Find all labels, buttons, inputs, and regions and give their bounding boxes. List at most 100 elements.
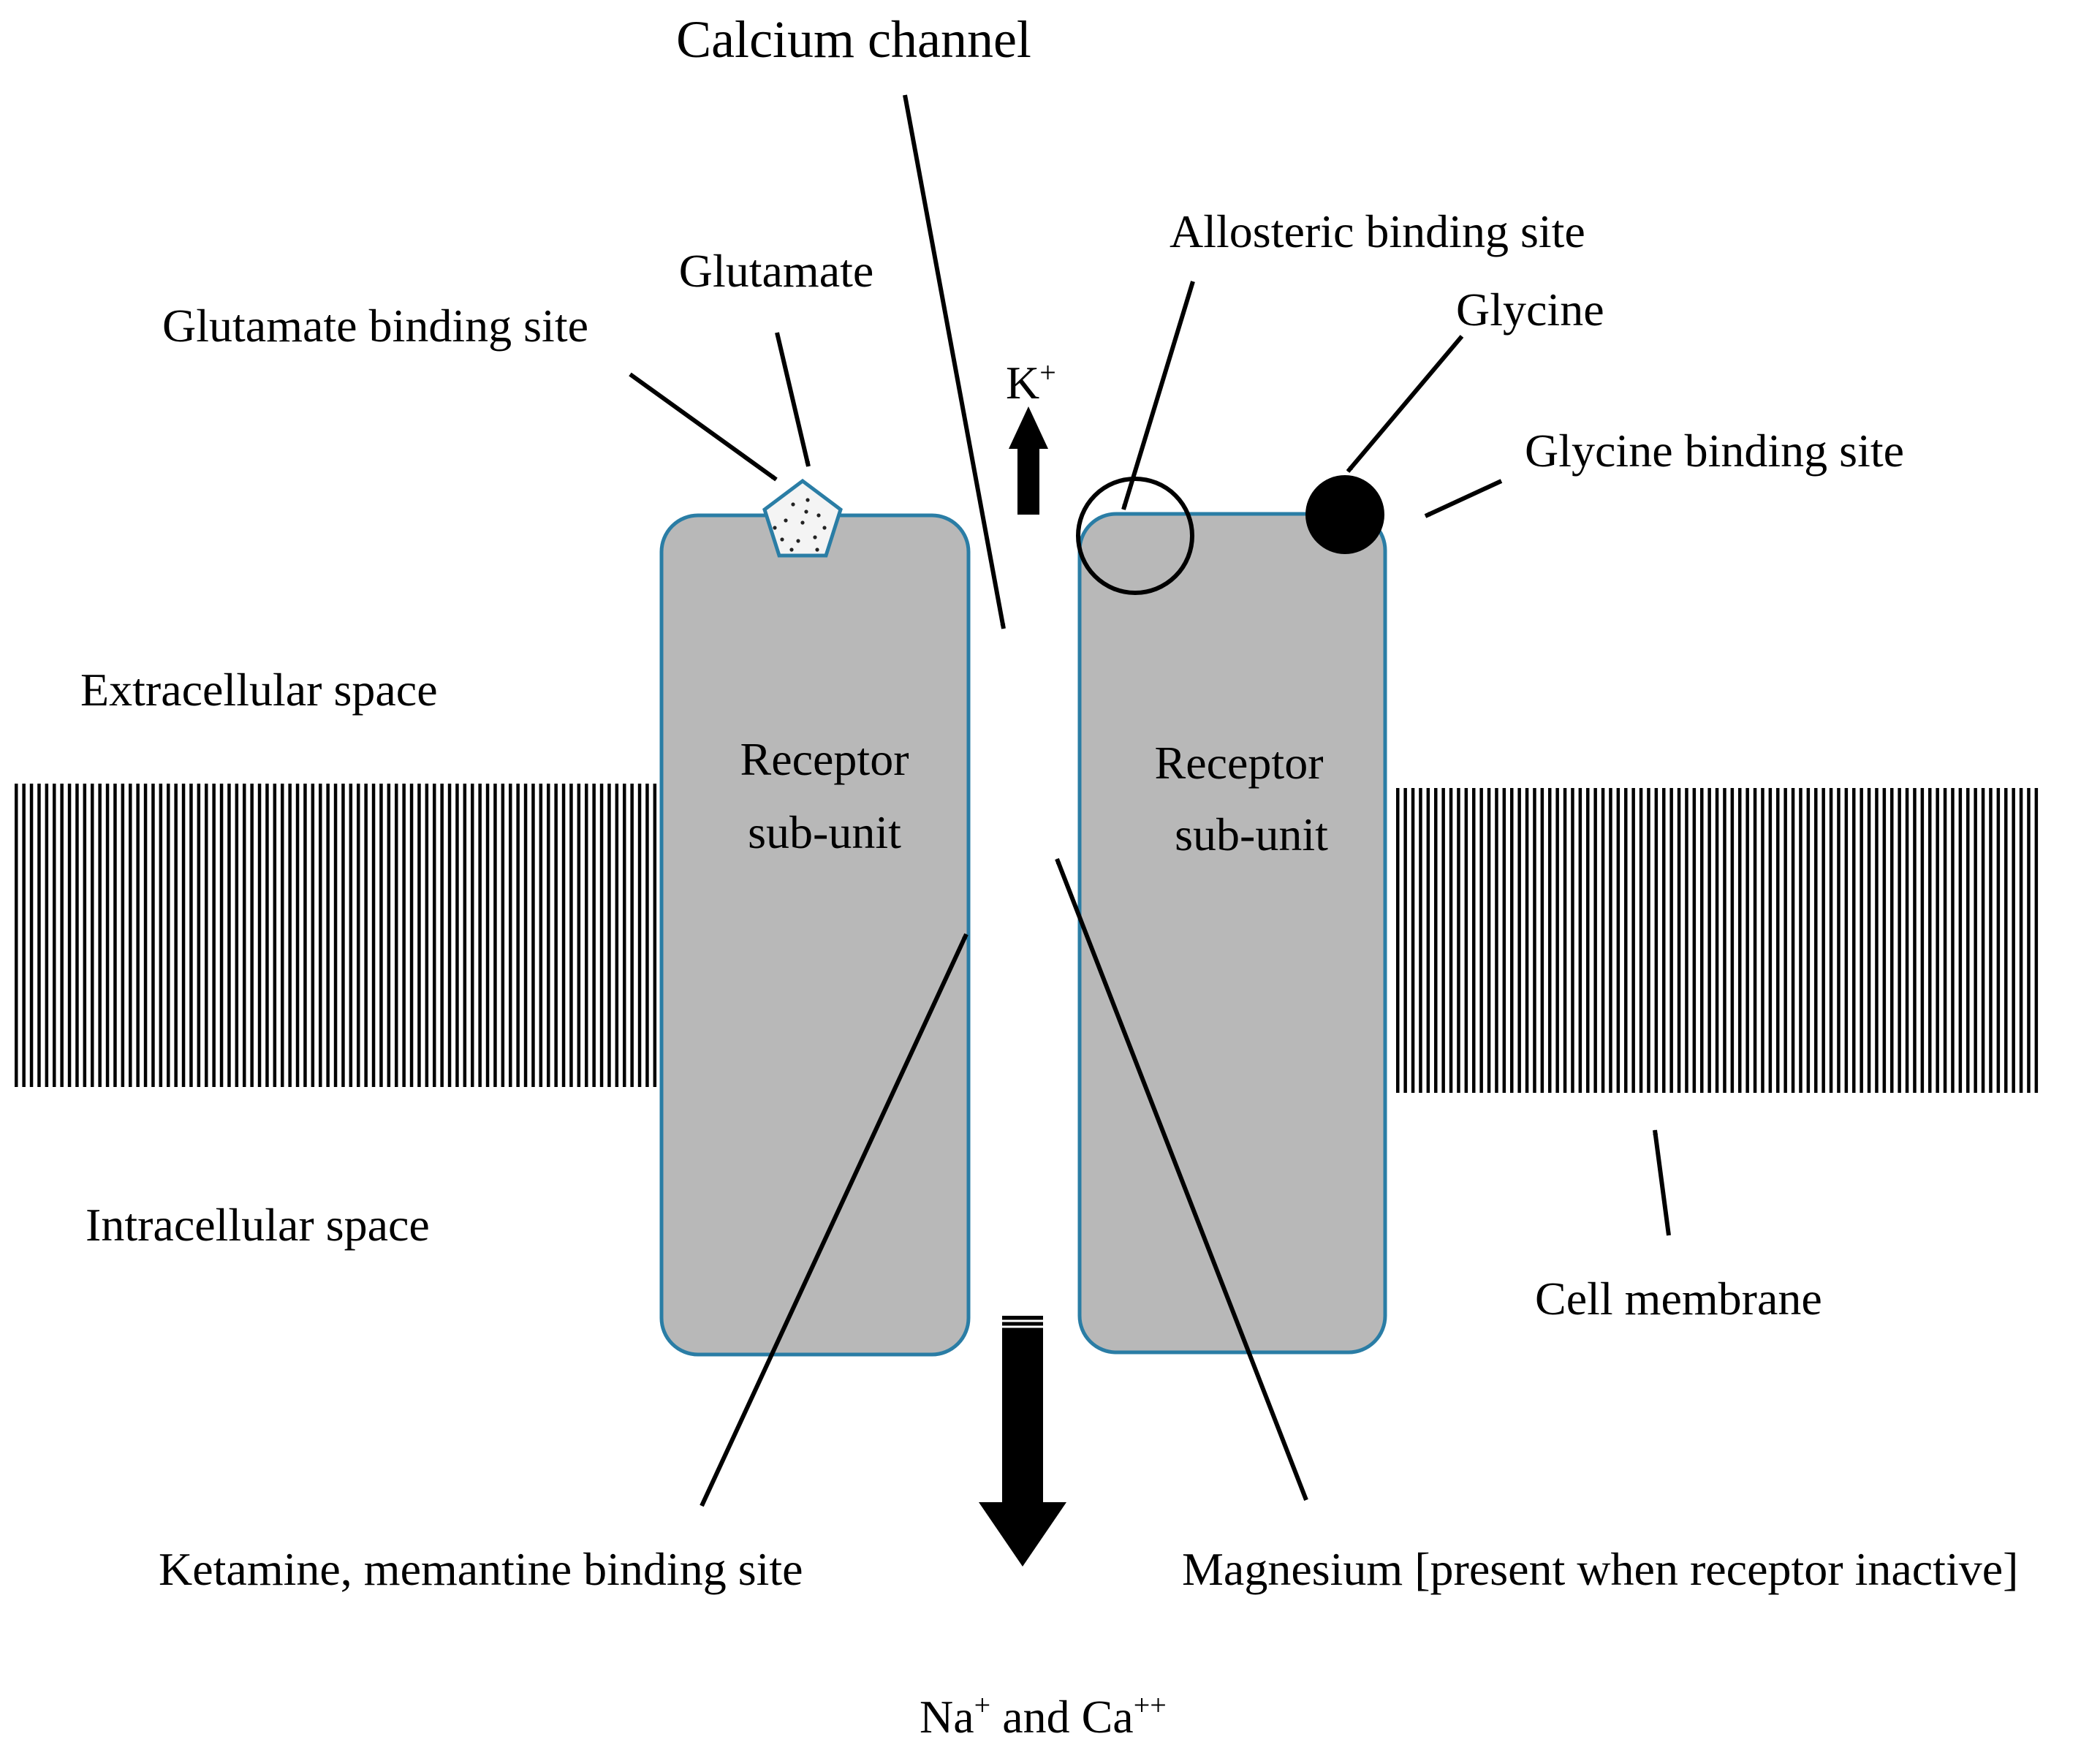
membrane-stripe bbox=[2034, 788, 2039, 1093]
membrane-stripe bbox=[2012, 788, 2015, 1093]
membrane-stripe bbox=[554, 784, 558, 1087]
membrane-stripe bbox=[159, 784, 163, 1087]
membrane-stripe bbox=[645, 784, 649, 1087]
membrane-stripe bbox=[509, 784, 512, 1087]
magnesium-label: Magnesium [present when receptor inactiv… bbox=[1182, 1543, 2018, 1595]
membrane-stripe bbox=[1677, 788, 1681, 1093]
membrane-stripe bbox=[409, 784, 414, 1087]
membrane-stripe bbox=[29, 784, 34, 1087]
membrane-stripe bbox=[516, 784, 520, 1087]
membrane-stripe bbox=[250, 784, 254, 1087]
membrane-stripe bbox=[1502, 788, 1506, 1093]
membrane-stripe bbox=[1974, 788, 1977, 1093]
receptor-right-label-line1: Receptor bbox=[1155, 737, 1324, 789]
glycine-filled-circle-icon bbox=[1305, 475, 1384, 554]
glycine-binding-site-arrow bbox=[1424, 479, 1503, 518]
membrane-stripe bbox=[167, 784, 170, 1087]
glutamate-dot bbox=[796, 539, 800, 543]
membrane-stripe bbox=[1791, 788, 1795, 1093]
membrane-stripe bbox=[326, 784, 330, 1087]
membrane-stripe bbox=[311, 784, 315, 1087]
glutamate-dot bbox=[805, 498, 810, 502]
membrane-stripe bbox=[53, 784, 56, 1087]
calcium-channel-arrow bbox=[903, 94, 1006, 629]
membrane-stripe bbox=[212, 784, 216, 1087]
cell-membrane-arrow bbox=[1653, 1129, 1671, 1236]
cell-membrane-left bbox=[15, 784, 657, 1087]
membrane-stripe bbox=[630, 784, 634, 1087]
receptor-right-label-line2: sub-unit bbox=[1175, 808, 1328, 860]
glutamate-pentagon-icon bbox=[762, 478, 843, 558]
sodium-calcium-influx-arrow-icon bbox=[979, 1316, 1066, 1567]
membrane-stripe bbox=[1860, 788, 1863, 1093]
magnesium-arrow bbox=[1055, 857, 1308, 1501]
membrane-stripe bbox=[129, 784, 132, 1087]
potassium-efflux-arrow-icon bbox=[1009, 406, 1048, 515]
membrane-stripe bbox=[1928, 788, 1932, 1093]
membrane-stripe bbox=[1806, 788, 1811, 1093]
membrane-stripe bbox=[1548, 788, 1552, 1093]
membrane-stripe bbox=[1533, 788, 1536, 1093]
ion-conjunction: and Ca bbox=[990, 1691, 1134, 1743]
membrane-stripe bbox=[45, 784, 49, 1087]
membrane-stripe bbox=[98, 784, 102, 1087]
membrane-stripe bbox=[1495, 788, 1498, 1093]
membrane-stripe bbox=[577, 784, 581, 1087]
membrane-stripe bbox=[1996, 788, 2001, 1093]
membrane-stripe bbox=[637, 784, 642, 1087]
membrane-stripe bbox=[371, 784, 376, 1087]
membrane-stripe bbox=[653, 784, 657, 1087]
membrane-stripe bbox=[364, 784, 368, 1087]
membrane-stripe bbox=[2004, 788, 2008, 1093]
potassium-label: K+ bbox=[1006, 356, 1056, 409]
membrane-stripe bbox=[387, 784, 391, 1087]
membrane-stripe bbox=[1867, 788, 1871, 1093]
membrane-stripe bbox=[1639, 788, 1643, 1093]
membrane-stripe bbox=[1738, 788, 1742, 1093]
membrane-stripe bbox=[1730, 788, 1735, 1093]
membrane-stripe bbox=[395, 784, 398, 1087]
membrane-stripe bbox=[1396, 788, 1400, 1093]
membrane-stripe bbox=[151, 784, 155, 1087]
membrane-stripe bbox=[523, 784, 528, 1087]
membrane-stripe bbox=[1951, 788, 1955, 1093]
membrane-stripe bbox=[136, 784, 140, 1087]
membrane-stripe bbox=[485, 784, 490, 1087]
membrane-stripe bbox=[121, 784, 125, 1087]
membrane-stripe bbox=[1799, 788, 1803, 1093]
glycine-arrow bbox=[1346, 335, 1464, 473]
membrane-stripe bbox=[1814, 788, 1818, 1093]
membrane-stripe bbox=[1441, 788, 1445, 1093]
cell-membrane-label: Cell membrane bbox=[1535, 1273, 1822, 1325]
ketamine-binding-site-arrow bbox=[700, 933, 968, 1507]
membrane-stripe bbox=[1479, 788, 1483, 1093]
glutamate-dot bbox=[780, 537, 784, 542]
membrane-stripe bbox=[1525, 788, 1529, 1093]
membrane-stripe bbox=[1958, 788, 1963, 1093]
allosteric-binding-site-label: Allosteric binding site bbox=[1170, 205, 1585, 257]
membrane-stripe bbox=[1593, 788, 1597, 1093]
membrane-stripe bbox=[1624, 788, 1628, 1093]
receptor-subunit-left bbox=[659, 513, 971, 1357]
extracellular-space-label: Extracellular space bbox=[80, 664, 438, 716]
sodium-calcium-label: Na+ and Ca++ bbox=[920, 1689, 1167, 1743]
glutamate-dot bbox=[773, 526, 777, 530]
membrane-stripe bbox=[1457, 788, 1460, 1093]
membrane-stripe bbox=[1434, 788, 1438, 1093]
membrane-stripe bbox=[1707, 788, 1711, 1093]
glutamate-dot bbox=[784, 518, 788, 523]
membrane-stripe bbox=[1936, 788, 1939, 1093]
membrane-stripe bbox=[455, 784, 459, 1087]
membrane-stripe bbox=[425, 784, 429, 1087]
glutamate-dot bbox=[815, 548, 819, 552]
sodium-symbol: Na bbox=[920, 1691, 974, 1743]
membrane-stripe bbox=[433, 784, 436, 1087]
membrane-stripe bbox=[569, 784, 573, 1087]
membrane-stripe bbox=[265, 784, 269, 1087]
membrane-stripe bbox=[319, 784, 322, 1087]
membrane-stripe bbox=[1761, 788, 1764, 1093]
glycine-binding-site-label: Glycine binding site bbox=[1525, 425, 1904, 477]
membrane-stripe bbox=[1472, 788, 1476, 1093]
membrane-stripe bbox=[60, 784, 64, 1087]
membrane-stripe bbox=[1981, 788, 1985, 1093]
